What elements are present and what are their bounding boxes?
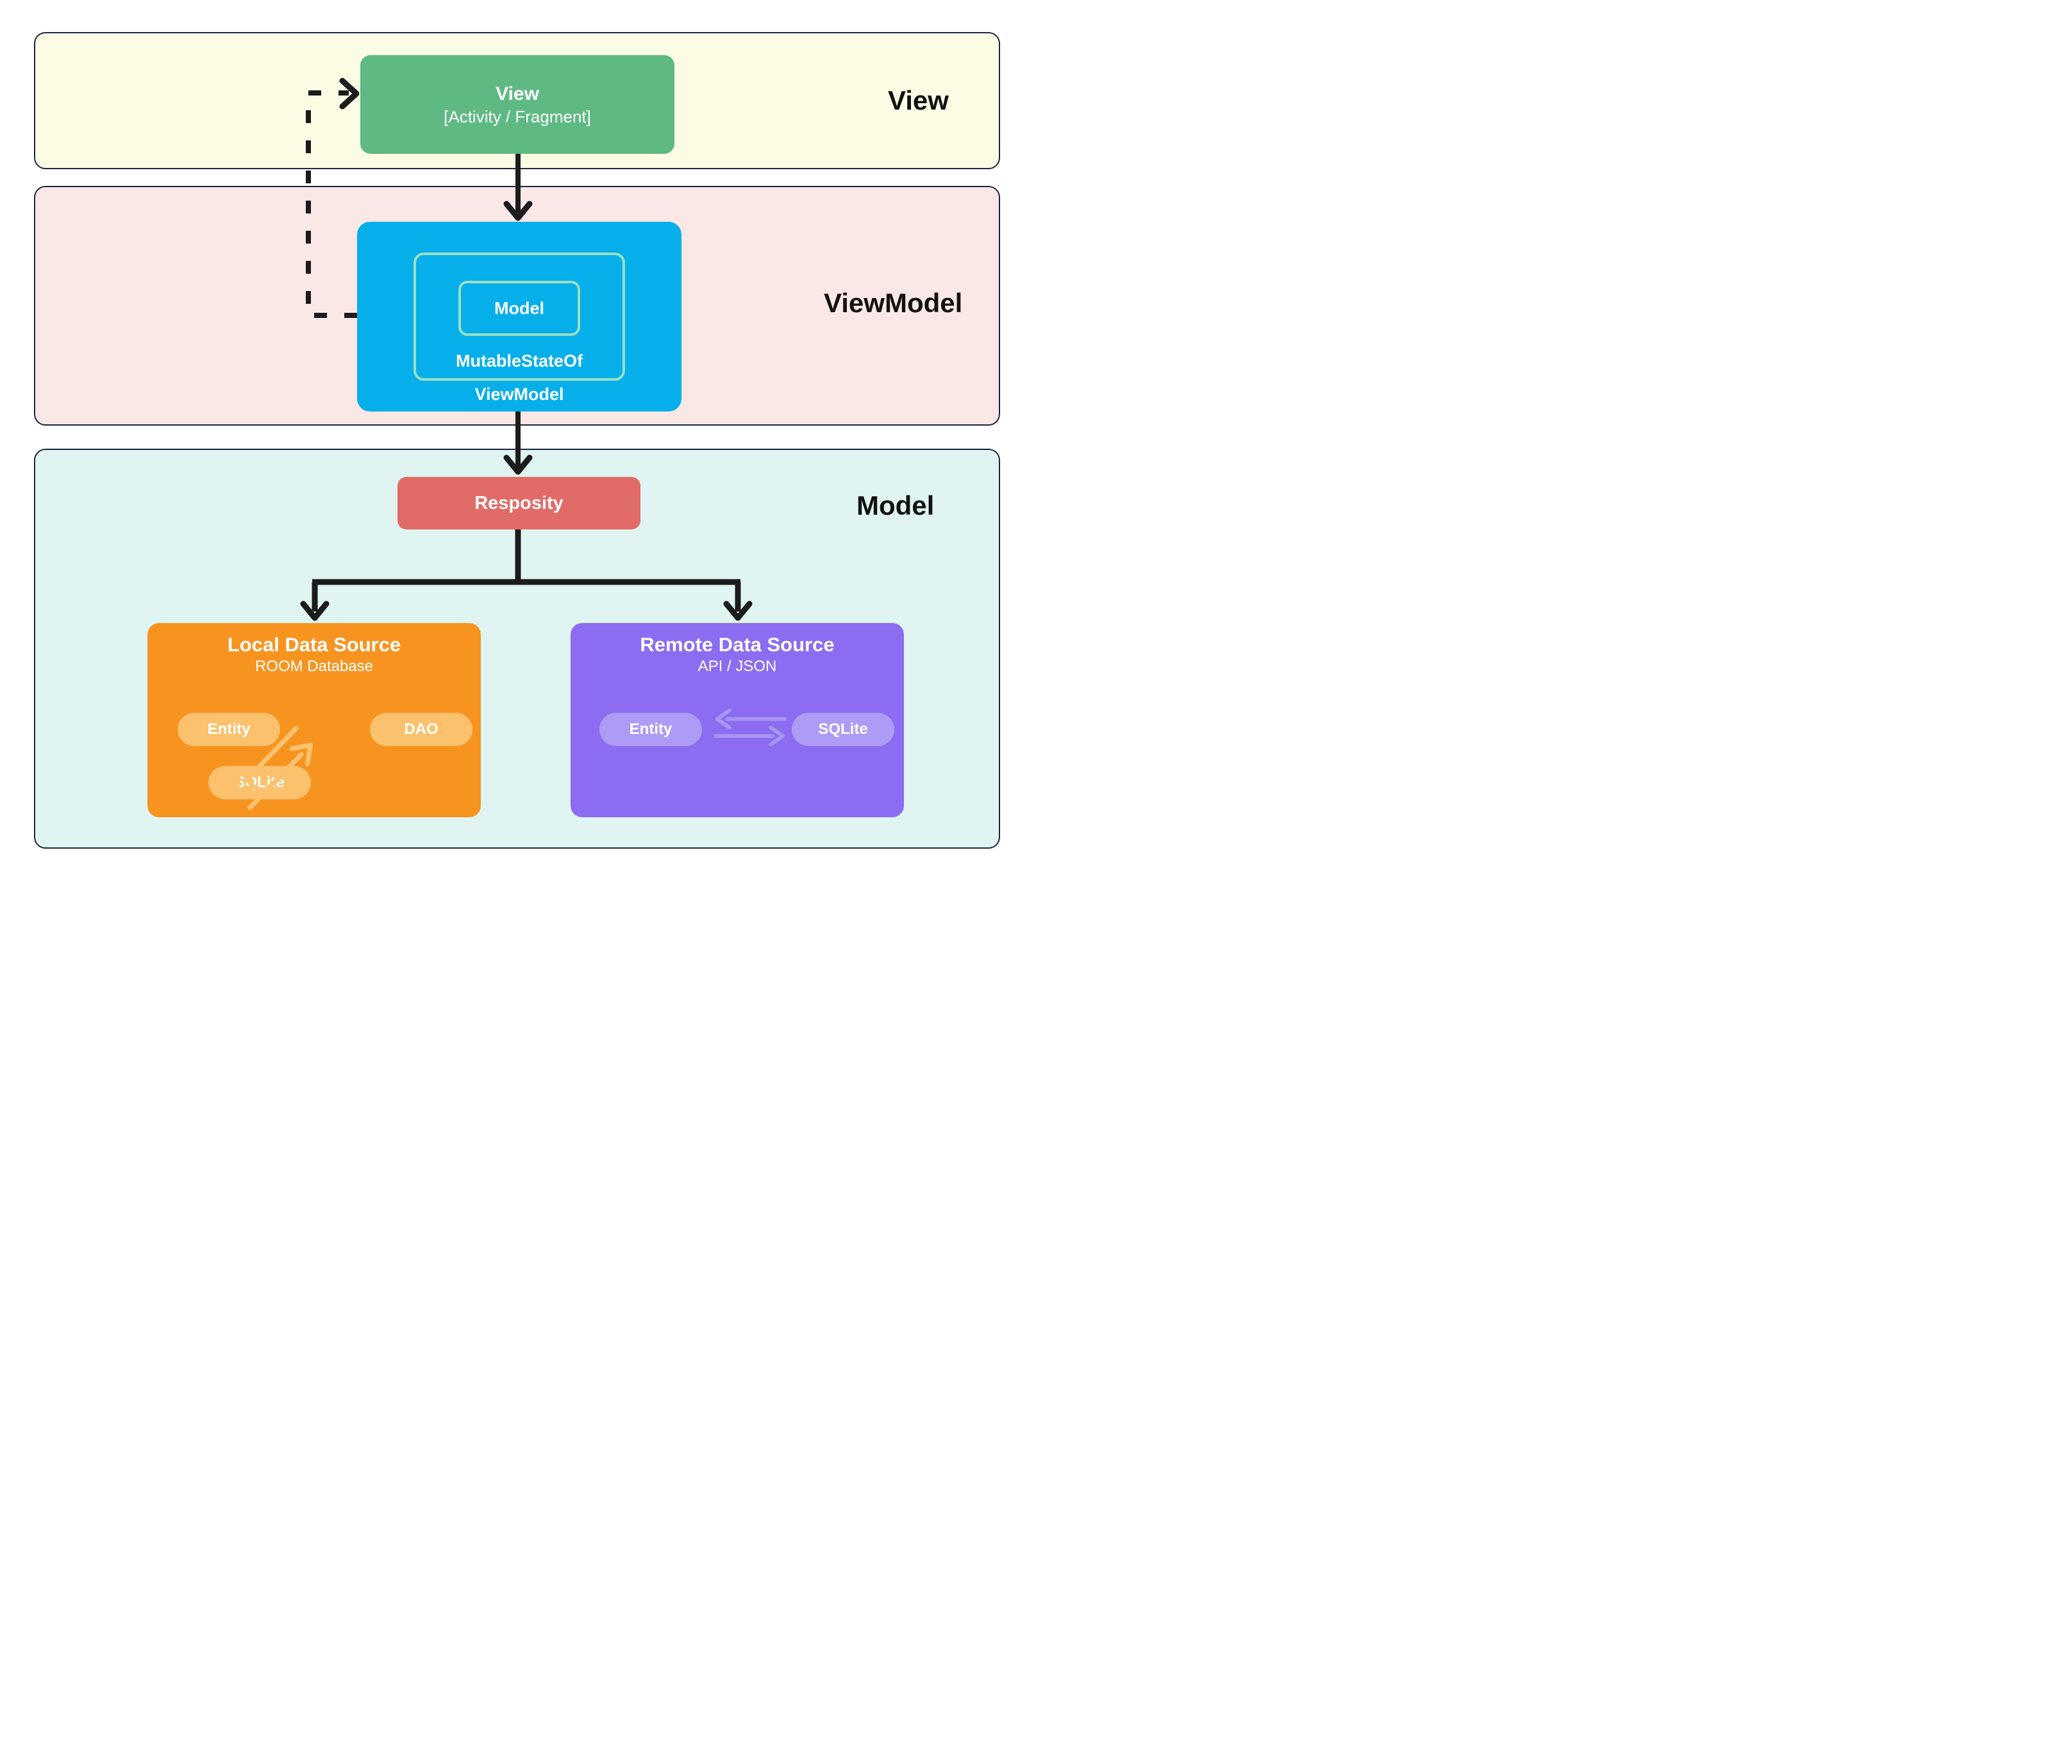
mutablestateof-box: Model MutableStateOf [414, 253, 625, 381]
mvvm-architecture-diagram: View ViewModel Model View [Activity / Fr… [0, 0, 1036, 882]
mutablestateof-label: MutableStateOf [455, 351, 583, 370]
remote-data-source-node: Remote Data Source API / JSON Entity SQL… [571, 623, 904, 817]
remote-sync-arrows-icon [710, 708, 790, 747]
viewmodel-node: Model MutableStateOf ViewModel [357, 222, 681, 412]
repository-label: Resposity [474, 492, 564, 513]
local-data-source-title: Local Data Source [227, 633, 401, 656]
view-node-title: View [496, 83, 539, 104]
view-node: View [Activity / Fragment] [360, 55, 674, 154]
model-box: Model [458, 281, 580, 336]
local-entity-chip: Entity [178, 713, 280, 746]
local-dao-chip: DAO [370, 713, 472, 746]
local-data-source-subtitle: ROOM Database [255, 658, 374, 676]
repository-node: Resposity [397, 477, 640, 529]
model-layer-label: Model [856, 490, 935, 520]
remote-data-source-title: Remote Data Source [640, 633, 835, 656]
view-layer-label: View [888, 85, 949, 115]
local-sqlite-chip: SQLite [208, 766, 311, 799]
remote-entity-chip: Entity [599, 713, 702, 746]
local-sync-arrows-icon [220, 714, 326, 822]
model-box-label: Model [494, 298, 544, 318]
remote-data-source-subtitle: API / JSON [698, 658, 777, 676]
view-node-subtitle: [Activity / Fragment] [444, 106, 591, 126]
remote-sqlite-chip: SQLite [792, 713, 894, 746]
viewmodel-layer-label: ViewModel [824, 288, 963, 318]
viewmodel-node-label: ViewModel [474, 385, 564, 404]
local-data-source-node: Local Data Source ROOM Database Entity D… [147, 623, 481, 817]
